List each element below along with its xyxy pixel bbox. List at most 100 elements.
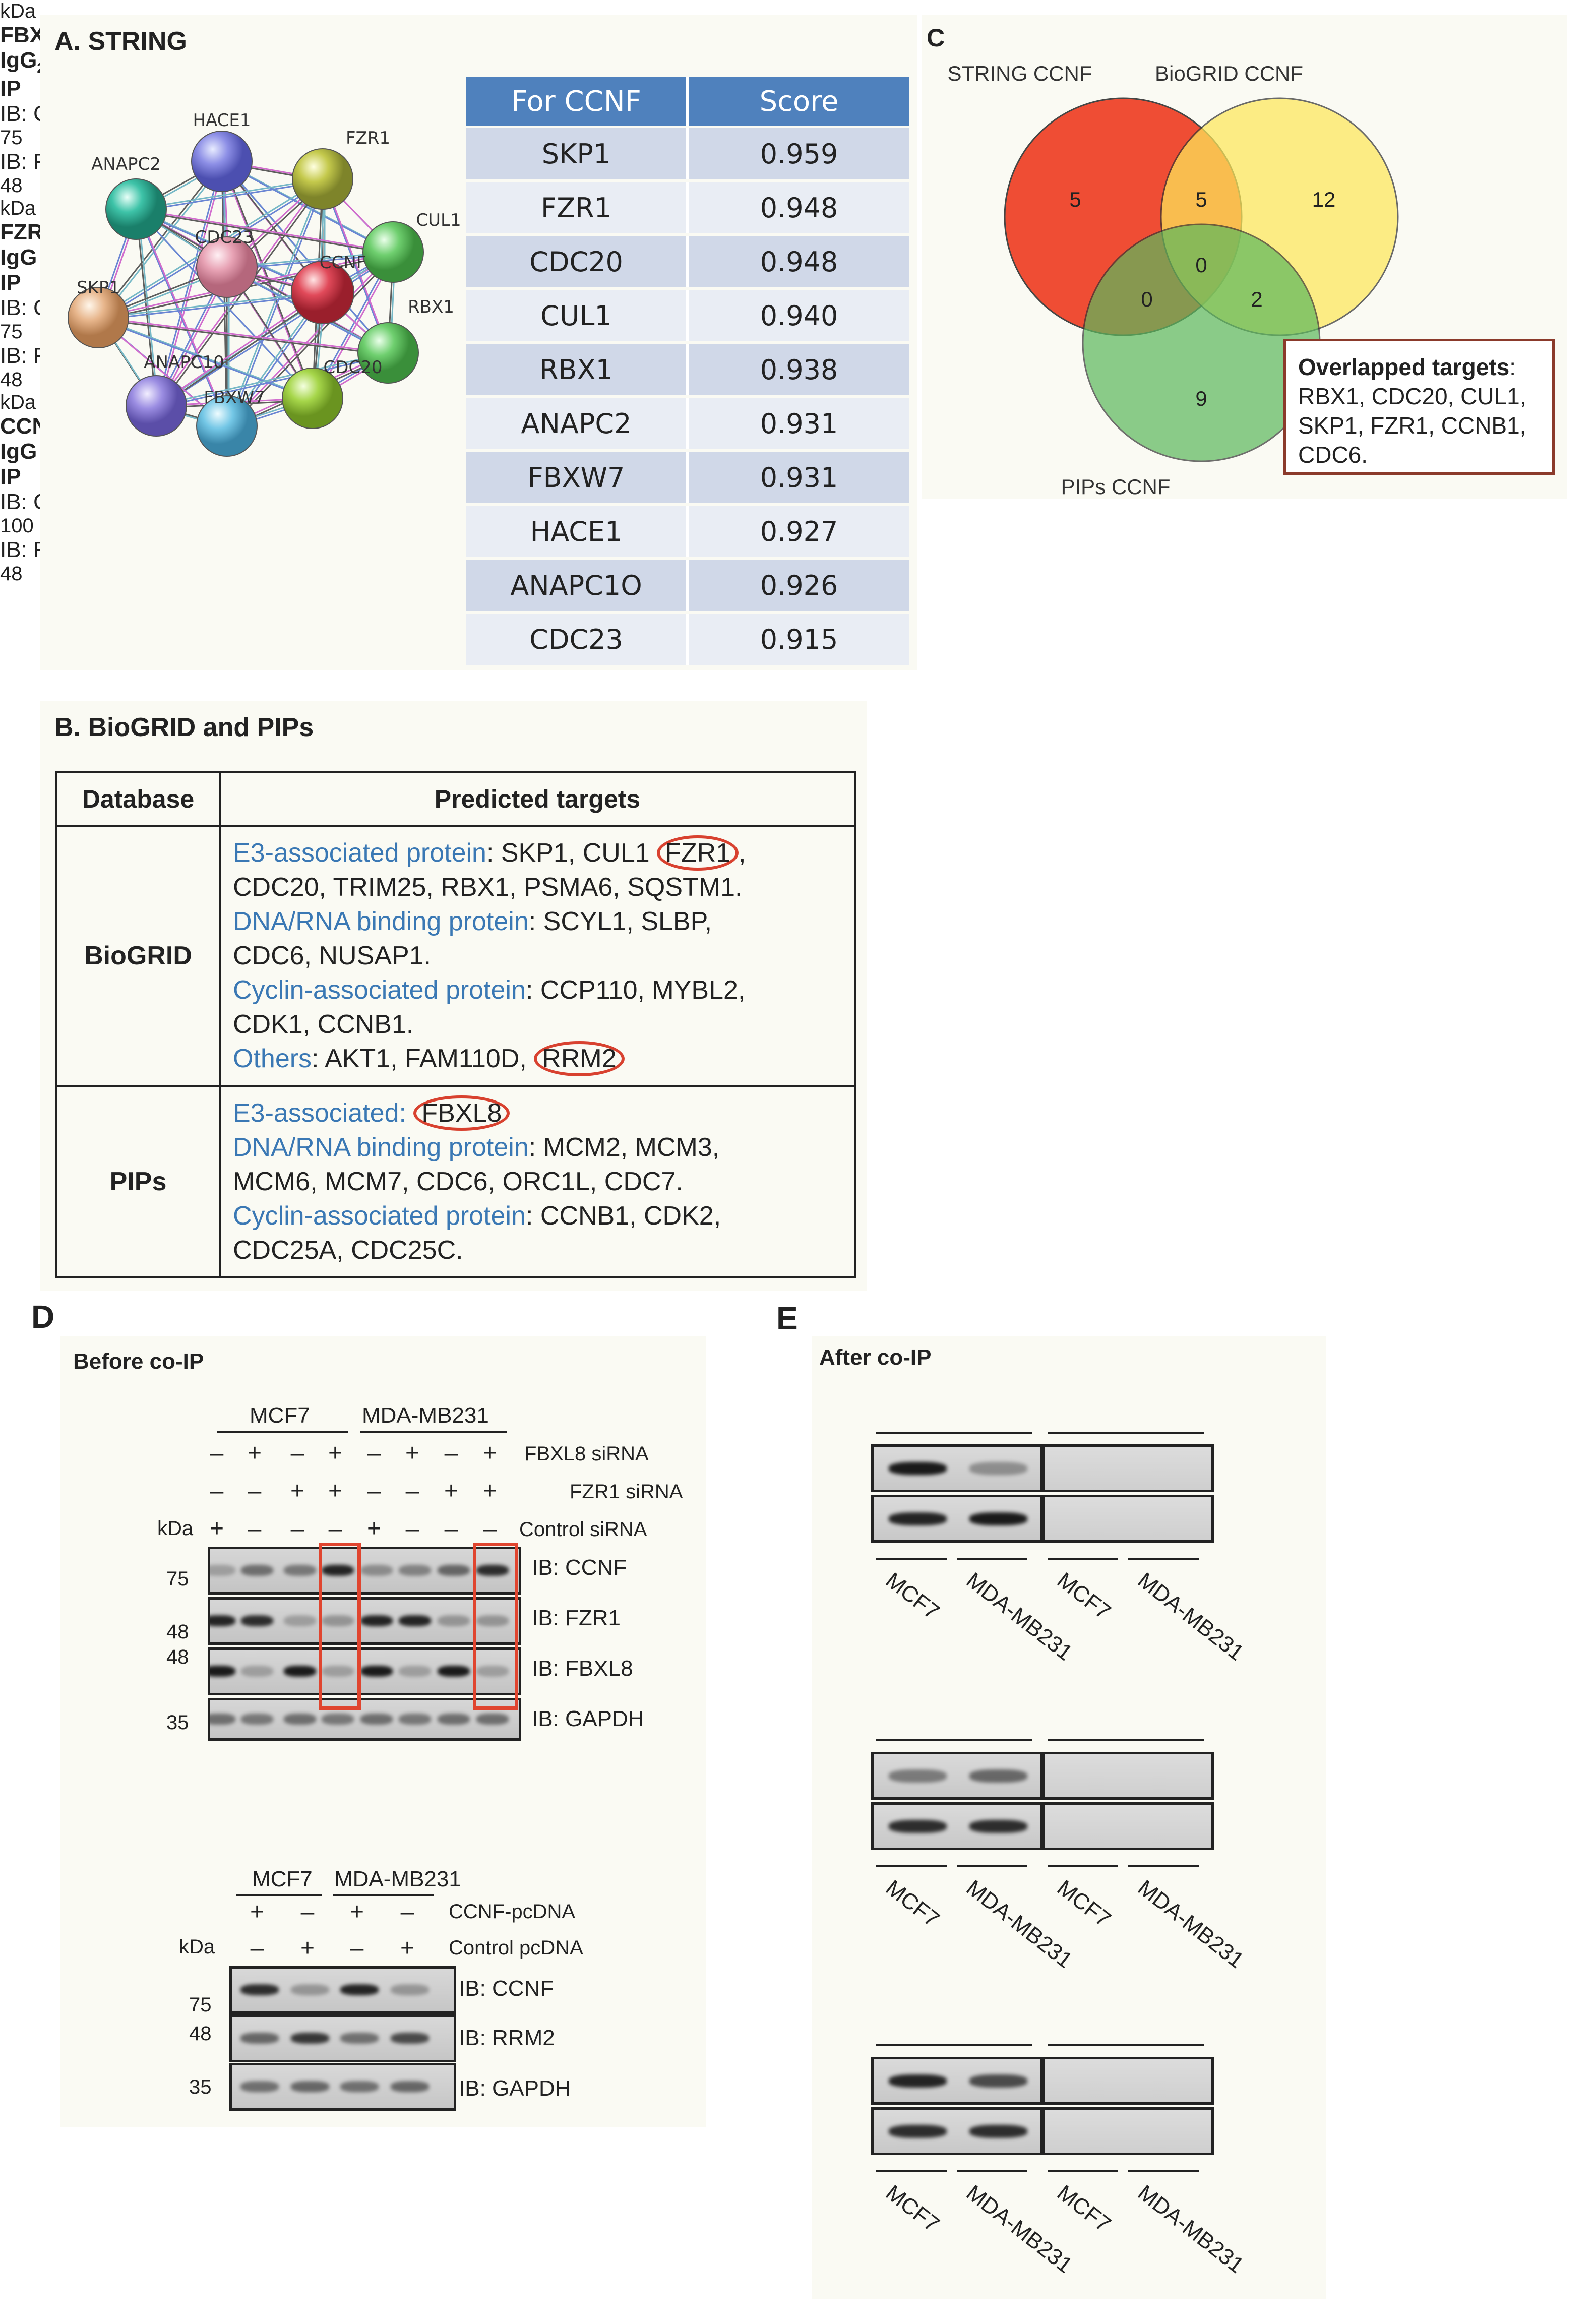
ib-rrm2: IB: RRM2 — [459, 2026, 555, 2050]
biogrid-cyclin-text-b: CDK1, CCNB1. — [233, 1010, 414, 1039]
blot-strip — [208, 1597, 521, 1645]
row-label-biogrid: BioGRID — [55, 825, 221, 1087]
network-edge — [157, 180, 326, 408]
table-cell: 0.926 — [686, 560, 909, 611]
table-cell: ANAPC2 — [466, 398, 686, 449]
blot-band — [240, 1984, 279, 1995]
sign-mark: + — [250, 1899, 265, 1925]
blot-strip — [871, 1495, 1042, 1543]
blot-band — [291, 2032, 329, 2044]
blot-strip-control — [1042, 1495, 1214, 1543]
network-edge — [322, 178, 389, 353]
cell-underline — [217, 1431, 348, 1433]
venn-label-pips: PIPs CCNF — [1061, 475, 1170, 499]
pips-cyclin-text-b: CDC25A, CDC25C. — [233, 1236, 463, 1265]
category-dna: DNA/RNA binding protein — [233, 907, 529, 936]
table-cell: CUL1 — [466, 290, 686, 341]
blot-strip-control — [1042, 2107, 1214, 2155]
ib-fbxl8: IB: FBXL8 — [532, 1656, 633, 1681]
network-edge — [100, 293, 325, 321]
network-edge — [136, 178, 323, 210]
blot-band — [322, 1615, 354, 1626]
cell-underline — [236, 1894, 322, 1896]
sign-mark: – — [405, 1478, 419, 1504]
overlap-line-1: RBX1, CDC20, CUL1, — [1298, 383, 1526, 409]
kda-label: kDa — [0, 391, 36, 413]
blot-band — [969, 1512, 1027, 1525]
biogrid-e3-text: : SKP1, CUL1 — [486, 838, 650, 868]
table-cell: 0.927 — [686, 506, 909, 557]
blot-band — [284, 1713, 316, 1725]
network-node-ccnf — [291, 261, 354, 324]
table-cell: 0.938 — [686, 344, 909, 395]
network-edge — [98, 317, 313, 399]
blot-band — [360, 1665, 393, 1677]
network-edge — [221, 160, 394, 253]
network-edge — [98, 317, 389, 354]
blot-strip-control — [1042, 1802, 1214, 1850]
circled-fzr1: FZR1 — [657, 835, 739, 871]
lane-underline — [1128, 1865, 1199, 1867]
sign-mark: + — [349, 1899, 364, 1925]
marker-35: 35 — [166, 1711, 189, 1734]
sign-mark: – — [248, 1478, 262, 1504]
network-node-label: FZR1 — [346, 128, 390, 148]
network-edge — [158, 354, 391, 409]
highlight-box-mda — [473, 1543, 518, 1710]
blot-band — [340, 2032, 379, 2044]
ctrl-antibody-label: IgG — [0, 244, 37, 270]
category-dna: DNA/RNA binding protein — [233, 1133, 529, 1162]
venn-count-biogrid-only: 12 — [1312, 188, 1336, 211]
blot-band — [889, 1820, 947, 1833]
marker-75: 75 — [166, 1568, 189, 1590]
venn-count-string-pips: 0 — [1141, 287, 1152, 311]
category-e3: E3-associated: — [233, 1098, 406, 1128]
row-label-fzr1-sirna: FZR1 siRNA — [570, 1481, 683, 1503]
network-node-label: CDC20 — [324, 357, 383, 378]
panel-a-title: A. STRING — [54, 27, 187, 56]
blot-band — [240, 2081, 279, 2092]
sign-mark: + — [482, 1478, 498, 1504]
col-header-ccnf: For CCNF — [466, 77, 686, 126]
venn-diagram: 5 5 12 0 0 2 9 STRING CCNF BioGRID CCNF … — [948, 62, 1399, 499]
blot-band — [240, 2032, 279, 2044]
network-node-label: CCNF — [320, 253, 366, 273]
network-node-label: RBX1 — [408, 297, 454, 317]
pips-targets: E3-associated: FBXL8 DNA/RNA binding pro… — [219, 1085, 856, 1278]
network-edge — [138, 210, 396, 255]
network-edge — [97, 161, 223, 318]
blot-band — [399, 1713, 431, 1725]
blot-strip — [871, 1752, 1042, 1800]
biogrid-cyclin-text: : CCP110, MYBL2, — [525, 975, 746, 1005]
network-node-label: FBXW7 — [204, 388, 265, 408]
sign-mark: – — [350, 1935, 364, 1962]
biogrid-dna-text: : SCYL1, SLBP, — [528, 907, 712, 936]
venn-count-string-only: 5 — [1069, 188, 1081, 211]
sign-mark: – — [290, 1515, 304, 1542]
panel-c-letter: C — [927, 24, 945, 52]
blot-band — [340, 1984, 379, 1995]
lane-underline — [957, 2170, 1027, 2172]
lane-underline — [957, 1865, 1027, 1867]
network-edge — [223, 163, 391, 355]
cell-label-mcf7: MCF7 — [250, 1403, 310, 1428]
blot-band — [889, 2125, 947, 2138]
sign-mark: – — [400, 1899, 414, 1925]
panel-d-letter: D — [31, 1299, 55, 1335]
row-label-control-sirna: Control siRNA — [519, 1518, 647, 1541]
ip-label: IP — [0, 464, 21, 489]
blot-band — [360, 1713, 393, 1725]
table-cell: HACE1 — [466, 506, 686, 557]
overlap-line-2: SKP1, FZR1, CCNB1, — [1298, 412, 1526, 439]
predicted-targets-table: Database Predicted targets BioGRID E3-as… — [55, 771, 856, 1278]
network-node-anapc10 — [126, 375, 187, 437]
venn-count-all: 0 — [1195, 253, 1207, 277]
lane-underline — [957, 1558, 1027, 1560]
venn-label-string: STRING CCNF — [948, 62, 1092, 85]
marker-48: 48 — [189, 2023, 212, 2045]
blot-band — [284, 1665, 316, 1677]
table-cell: FBXW7 — [466, 452, 686, 503]
blot-band — [889, 1462, 947, 1475]
network-edge — [156, 291, 323, 407]
network-node-rbx1 — [357, 322, 419, 384]
